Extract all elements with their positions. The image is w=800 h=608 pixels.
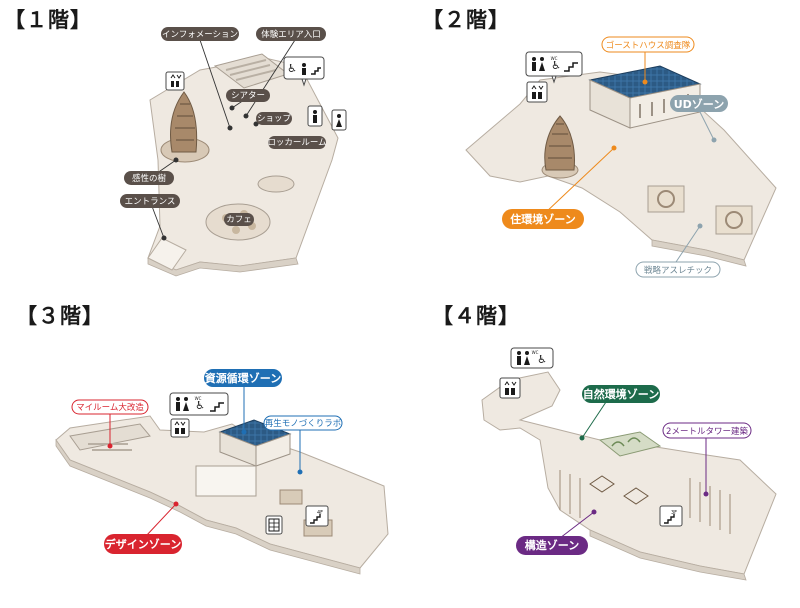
floor-3-stairs-icon: 4F (305, 505, 329, 527)
floor-4-leader-dots (579, 435, 709, 515)
tree-of-senses-sculpture (160, 91, 210, 163)
label-information-text: インフォメーション (162, 30, 238, 40)
floor-1-restroom-icon-2 (331, 109, 347, 131)
floor-1-map: ♿ (120, 27, 347, 277)
label-experience-entrance: 体験エリア入口 (256, 27, 326, 41)
floor-1-title: 【１階】 (4, 8, 92, 32)
shop-counter (257, 175, 295, 193)
label-information: インフォメーション (161, 27, 239, 41)
floor-4-restroom-icon: ♿ WC (510, 347, 554, 369)
label-my-room-renovation: マイルーム大改造 (71, 399, 149, 415)
label-entrance-text: エントランス (125, 197, 176, 207)
label-natural-env-zone: 自然環境ゾーン (582, 385, 660, 403)
floor-3-leader-dots (107, 429, 303, 507)
label-ud-zone: UDゾーン (670, 95, 728, 112)
label-design-zone: デザインゾーン (104, 534, 182, 554)
floor-3-wc-text: WC (195, 396, 202, 401)
label-locker-room-text: ロッカールーム (267, 138, 326, 148)
floor-3-elevator-icon-2 (265, 515, 283, 535)
label-structure-zone: 構造ゾーン (516, 536, 588, 555)
nature-garden (598, 431, 662, 457)
label-locker-room: ロッカールーム (267, 136, 327, 149)
floor-1-entrance-ramp (147, 237, 187, 271)
label-cafe-text: カフェ (226, 215, 252, 225)
floor-2-map: ♿ WC ゴーストハウス調査隊 UDゾーン (465, 36, 777, 278)
label-strategy-athletic-text: 戦略アスレチック (644, 265, 712, 276)
floor-4-map: ♿ WC 3F 自然環境ゾーン 2メートルタワ (481, 347, 777, 581)
floor-2-elevator-icon (526, 81, 548, 103)
floor-4-front-wall (589, 529, 747, 581)
label-ud-zone-text: UDゾーン (674, 97, 725, 111)
floor-3-map: ♿ WC 4F (55, 369, 389, 575)
label-living-env-zone: 住環境ゾーン (502, 209, 584, 229)
resource-cycle-building (218, 419, 292, 467)
label-recycle-lab-text: 再生モノづくりラボ (265, 418, 342, 429)
label-resource-cycle-zone: 資源循環ゾーン (204, 369, 282, 387)
label-ghost-house-team: ゴーストハウス調査隊 (601, 36, 695, 53)
svg-text:♿: ♿ (551, 59, 561, 72)
athletic-area (647, 185, 753, 235)
floor-3-restroom-icon: ♿ WC (169, 392, 229, 416)
floor-2-restroom-icon: ♿ WC (525, 51, 583, 84)
floor-4-stairs-icon: 3F (659, 505, 683, 527)
svg-text:♿: ♿ (287, 62, 297, 75)
floor-1-facilities-icon: ♿ (283, 56, 325, 87)
label-entrance: エントランス (120, 194, 180, 208)
label-tree-of-senses: 感性の樹 (124, 171, 174, 185)
floor-1-front-wall (147, 257, 299, 277)
label-experience-entrance-text: 体験エリア入口 (261, 29, 321, 40)
floor-3-stairs-4f-text: 4F (317, 510, 323, 516)
label-my-room-renovation-text: マイルーム大改造 (76, 402, 144, 413)
label-theater-text: シアター (231, 91, 265, 101)
floor-3-front-wall (55, 438, 361, 575)
label-design-zone-text: デザインゾーン (105, 537, 181, 551)
floor-4-leader-lines (559, 401, 707, 539)
svg-text:♿: ♿ (195, 399, 205, 412)
label-recycle-lab: 再生モノづくりラボ (263, 415, 343, 431)
floor-2-leader-dots (611, 79, 717, 229)
floor-4-base (481, 371, 777, 575)
label-tower-2m-text: 2メートルタワー建築 (666, 426, 748, 437)
label-shop: ショップ (256, 112, 292, 125)
label-structure-zone-text: 構造ゾーン (525, 538, 579, 552)
floor-4-stairs-3f-text: 3F (671, 510, 677, 516)
label-cafe: カフェ (224, 213, 254, 226)
label-natural-env-zone-text: 自然環境ゾーン (583, 387, 659, 401)
label-strategy-athletic: 戦略アスレチック (635, 261, 721, 278)
floor-1-elevator-icon (165, 71, 185, 91)
label-theater: シアター (226, 89, 270, 102)
label-shop-text: ショップ (257, 114, 292, 124)
structure-frames (559, 470, 731, 534)
floor-3-elevator-icon (170, 418, 190, 438)
label-tree-of-senses-text: 感性の樹 (132, 173, 167, 184)
floor-3-title: 【３階】 (16, 304, 104, 328)
floor-2-leader-lines (543, 52, 715, 263)
label-living-env-zone-text: 住環境ゾーン (510, 212, 575, 226)
label-tower-2m: 2メートルタワー建築 (662, 422, 752, 439)
label-ghost-house-team-text: ゴーストハウス調査隊 (606, 40, 691, 51)
label-resource-cycle-zone-text: 資源循環ゾーン (205, 371, 281, 385)
central-table (195, 465, 257, 497)
floor-3-leader-lines (109, 386, 301, 537)
spiral-tower (541, 115, 579, 179)
floor-2-wc-text: WC (551, 56, 558, 61)
svg-text:♿: ♿ (537, 353, 547, 366)
floor-1-restroom-icon (307, 105, 323, 127)
floor-2-title: 【２階】 (422, 8, 510, 32)
floor-4-elevator-icon (499, 377, 521, 399)
floor-2-front-wall (651, 239, 747, 267)
floor-4-wc-text: WC (532, 350, 539, 355)
floor-4-title: 【４階】 (432, 304, 520, 328)
